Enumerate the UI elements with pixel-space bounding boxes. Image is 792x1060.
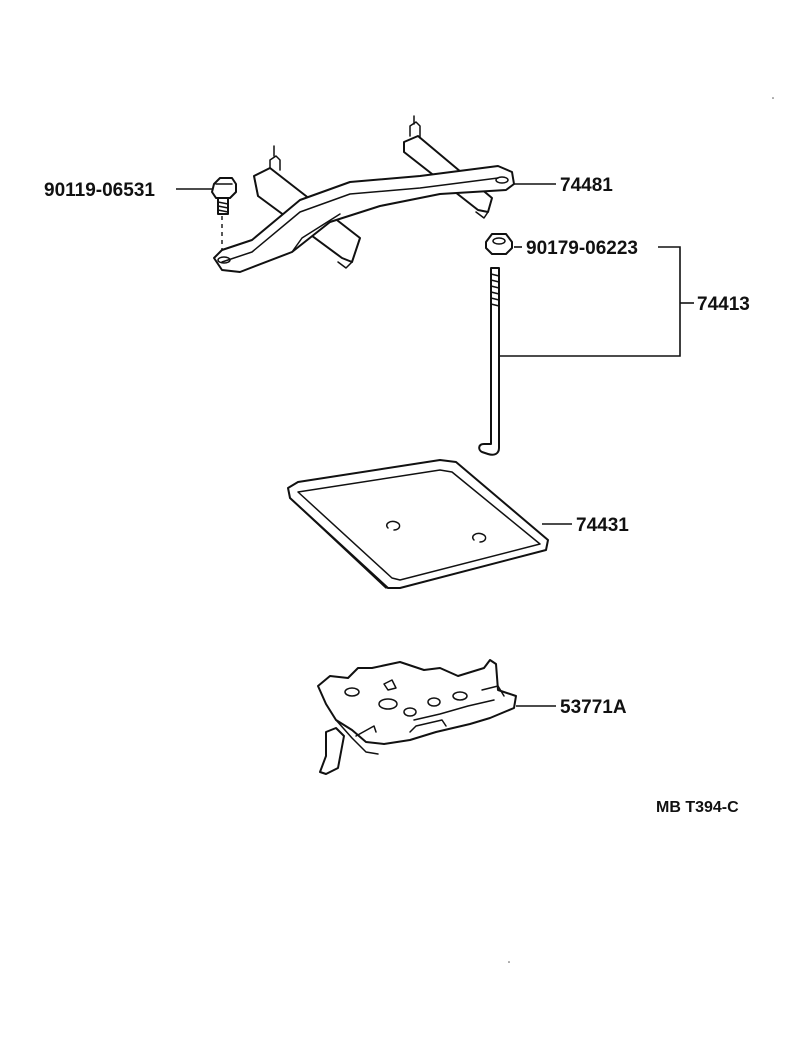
leader-lines (176, 183, 694, 707)
label-clamp: 74481 (560, 175, 613, 196)
tray (287, 459, 549, 589)
support-rail-rear (403, 115, 493, 219)
drawing-code: MB T394-C (656, 799, 739, 816)
label-hold-down-rod: 74413 (697, 294, 750, 315)
clamp-assembly (213, 115, 515, 273)
clamp-hole-right (495, 176, 509, 184)
clamp-hole-left (217, 256, 231, 264)
speck (772, 97, 774, 99)
bolt (211, 177, 237, 250)
leader-bracket-74413 (499, 246, 681, 357)
speck (508, 961, 510, 963)
bracket (317, 659, 517, 775)
tray-hook-right (471, 532, 487, 543)
label-tray: 74431 (576, 515, 629, 536)
nut (485, 233, 513, 255)
tray-hook-left (385, 520, 401, 531)
label-bolt: 90119-06531 (44, 180, 155, 201)
label-nut: 90179-06223 (526, 238, 638, 259)
label-bracket: 53771A (560, 697, 627, 718)
hold-down-rod (478, 267, 500, 456)
